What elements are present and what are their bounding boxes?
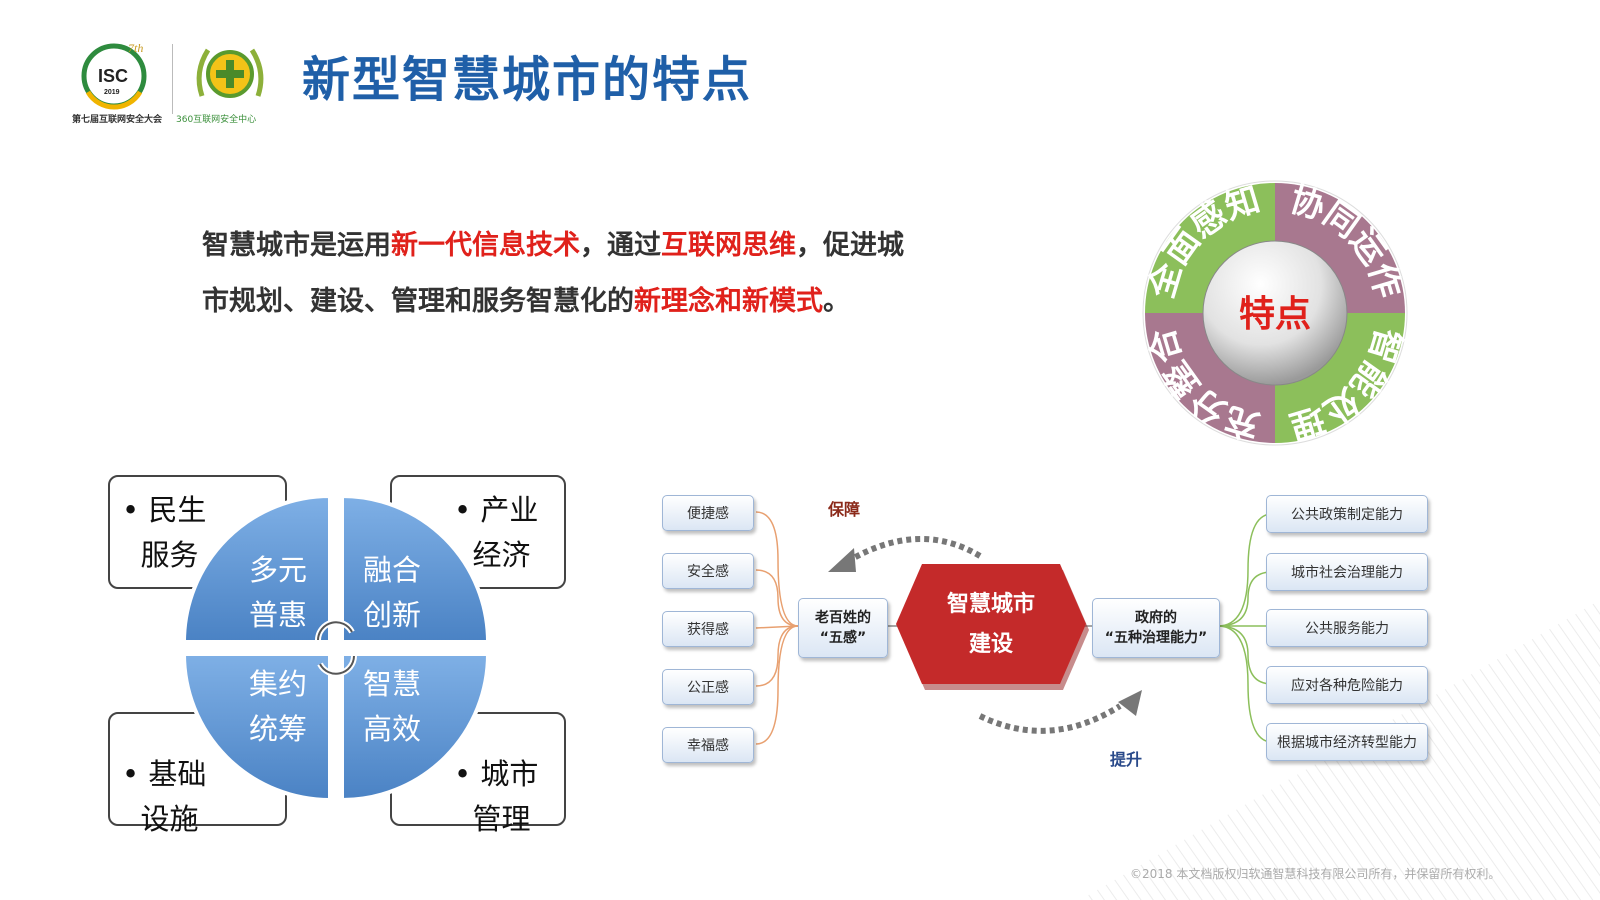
corner-infrastructure-line1: 基础 — [148, 757, 207, 791]
intro-paragraph: 智慧城市是运用新一代信息技术，通过互联网思维，促进城市规划、建设、管理和服务智慧… — [202, 218, 922, 330]
quadrant-fusion-line1: 融合 — [362, 553, 421, 587]
intro-text-4: 。 — [823, 286, 850, 317]
quad-circle — [181, 493, 491, 803]
gov-node-line2: “五种治理能力” — [1104, 630, 1208, 646]
intro-text-1: 智慧城市是运用 — [202, 230, 391, 261]
svg-text:ISC: ISC — [98, 66, 128, 86]
sense-gain: 获得感 — [662, 611, 754, 647]
isc-caption: 第七届互联网安全大会 — [72, 115, 163, 125]
intro-highlight-1: 新一代信息技术 — [391, 230, 580, 261]
quadrant-smart — [340, 652, 491, 803]
quadrant-intensive-line1: 集约 — [248, 667, 307, 701]
copyright-notice: ©2018 本文档版权归软通智慧科技有限公司所有，并保留所有权利。 — [1130, 867, 1501, 881]
sense-happiness: 幸福感 — [662, 727, 754, 763]
corner-livelihood-line1: 民生 — [148, 493, 207, 527]
intro-highlight-3: 新理念和新模式 — [634, 286, 823, 317]
flow-connectors — [755, 511, 1273, 745]
page-title: 新型智慧城市的特点 — [302, 52, 753, 108]
quadrant-intensive-line2: 统筹 — [248, 712, 307, 746]
people-node-line1: 老百姓的 — [815, 610, 871, 626]
people-node-line2: “五感” — [819, 630, 867, 646]
svg-text:2019: 2019 — [104, 89, 120, 96]
quadrant-label-diverse: 多元普惠 — [242, 548, 314, 638]
improve-arrow-icon — [978, 690, 1142, 734]
quadrant-diverse-line2: 普惠 — [248, 598, 307, 632]
ability-economic-transformation: 根据城市经济转型能力 — [1266, 723, 1428, 761]
quadrant-label-fusion: 融合创新 — [356, 548, 428, 638]
feature-ring: 全面感知 协同运作 智能处理 充分整合 特点 — [1141, 180, 1408, 447]
quadrant-diverse-line1: 多元 — [248, 553, 307, 587]
sense-convenience: 便捷感 — [662, 495, 754, 531]
logo-divider — [172, 44, 173, 114]
quadrant-fusion — [340, 493, 491, 644]
center-caption: 360互联网安全中心 — [176, 115, 257, 125]
corner-label-livelihood: • 民生 服务 — [122, 493, 207, 572]
intro-text-2: ，通过 — [580, 230, 661, 261]
guarantee-arrow-icon — [828, 536, 982, 572]
isc-logo: ISC 2019 7th — [78, 40, 158, 120]
corner-industry-line1: 产业 — [480, 493, 539, 527]
svg-text:7th: 7th — [128, 41, 143, 55]
people-five-senses-node: 老百姓的 “五感” — [798, 598, 888, 658]
corner-label-infrastructure: • 基础 设施 — [122, 757, 207, 836]
quadrant-intensive — [181, 652, 332, 803]
quadrant-diverse — [181, 493, 332, 644]
quadrant-fusion-line2: 创新 — [362, 598, 421, 632]
ability-policy-making: 公共政策制定能力 — [1266, 495, 1428, 533]
corner-industry-line2: 经济 — [472, 538, 531, 572]
cycle-arrows-icon — [315, 619, 357, 677]
corner-management-line1: 城市 — [480, 757, 539, 791]
corner-label-industry: • 产业 经济 — [454, 493, 539, 572]
sense-security: 安全感 — [662, 553, 754, 589]
corner-infrastructure-line2: 设施 — [140, 802, 199, 836]
guarantee-label: 保障 — [828, 500, 861, 519]
ability-public-service: 公共服务能力 — [1266, 609, 1428, 647]
intro-text-3: ，促进城市规划、建设、管理和服务智慧化的 — [202, 230, 904, 317]
quadrant-label-intensive: 集约统筹 — [242, 662, 314, 752]
quadrant-label-smart: 智慧高效 — [356, 662, 428, 752]
corner-management-line2: 管理 — [472, 802, 531, 836]
intro-highlight-2: 互联网思维 — [661, 230, 796, 261]
quadrant-smart-line2: 高效 — [362, 712, 421, 746]
center-line1: 智慧城市 — [946, 592, 1035, 617]
corner-livelihood-line2: 服务 — [140, 538, 199, 572]
improve-label: 提升 — [1110, 750, 1143, 769]
ring-center-ball — [1202, 240, 1348, 386]
ability-risk-response: 应对各种危险能力 — [1266, 666, 1428, 704]
sense-fairness: 公正感 — [662, 669, 754, 705]
center-hexagon — [896, 564, 1089, 690]
gov-node-line1: 政府的 — [1135, 610, 1177, 626]
corner-label-management: • 城市 管理 — [454, 757, 539, 836]
center-hexagon-label: 智慧城市建设 — [896, 585, 1086, 663]
360-center-logo — [190, 36, 270, 116]
quadrant-smart-line1: 智慧 — [362, 667, 421, 701]
ability-social-governance: 城市社会治理能力 — [1266, 553, 1428, 591]
gov-five-abilities-node: 政府的 “五种治理能力” — [1092, 598, 1220, 658]
center-line2: 建设 — [968, 632, 1013, 657]
ring-center-label: 特点 — [1239, 294, 1311, 335]
